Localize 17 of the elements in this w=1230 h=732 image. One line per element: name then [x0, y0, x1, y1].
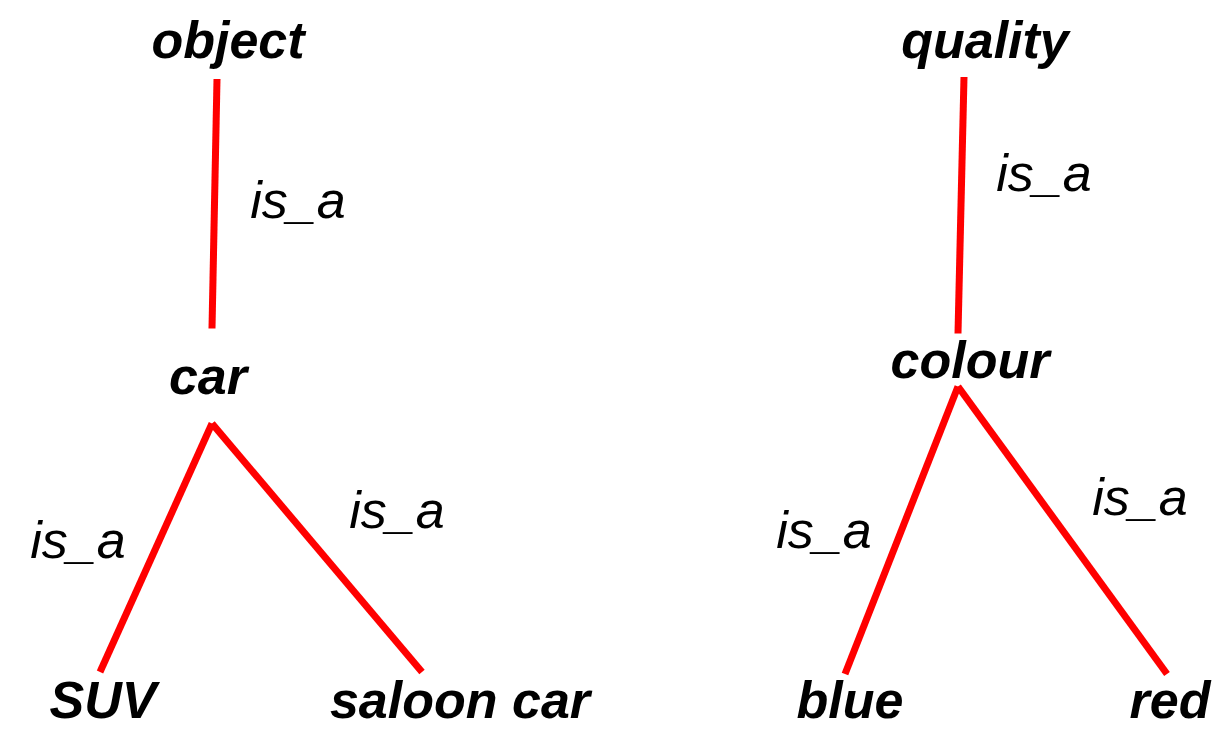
concept-label: car: [168, 350, 248, 402]
connector-line: [209, 421, 425, 675]
edge-label: is_a: [1092, 471, 1188, 523]
concept-label: saloon car: [329, 674, 591, 726]
edge-label: is_a: [776, 504, 872, 556]
concept-label: blue: [796, 674, 904, 726]
edge-label: is_a: [30, 514, 126, 566]
concept-label: red: [1129, 674, 1211, 726]
connector-line: [96, 422, 216, 674]
connector-line: [955, 384, 1170, 677]
edge-label: is_a: [250, 174, 346, 226]
connector-line: [841, 385, 962, 676]
connector-line: [208, 78, 221, 329]
concept-label: colour: [890, 334, 1050, 386]
connector-line: [954, 76, 968, 334]
edge-label: is_a: [996, 147, 1092, 199]
edge-label: is_a: [349, 484, 445, 536]
